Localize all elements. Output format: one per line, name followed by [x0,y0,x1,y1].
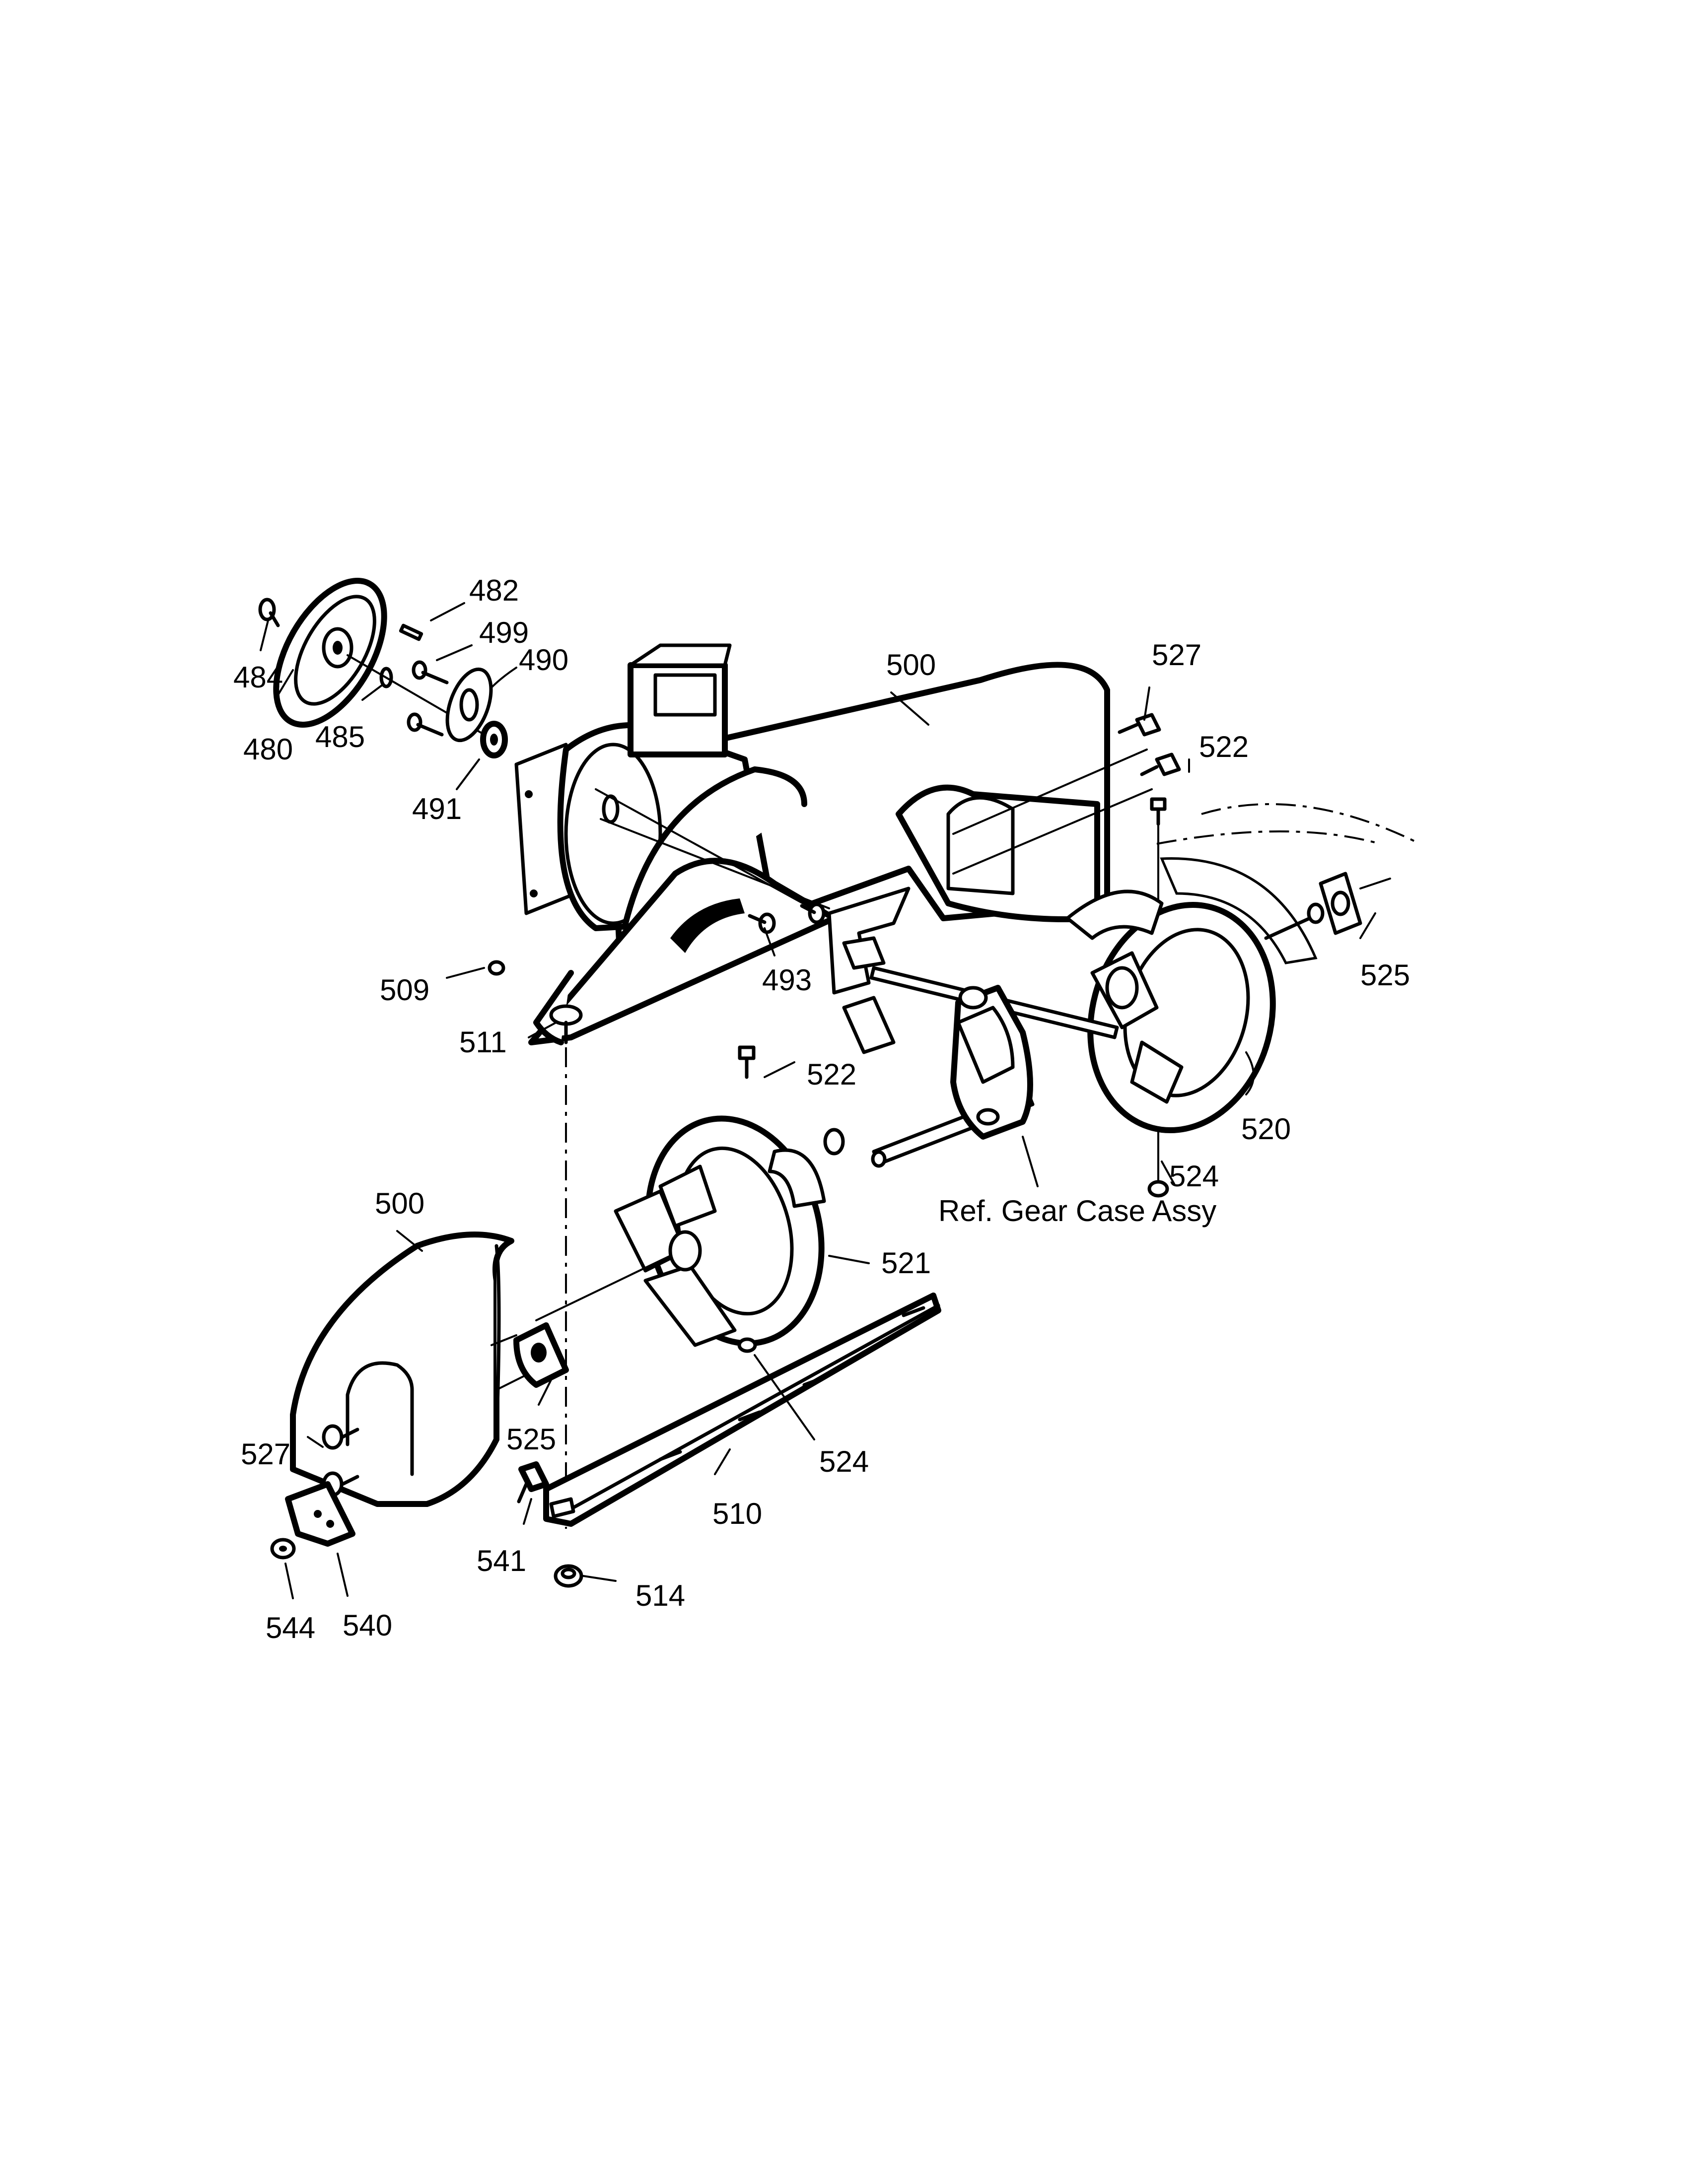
callout-499: 499 [479,616,529,649]
callout-484: 484 [233,661,283,694]
bolts-499 [407,660,449,737]
nut-514 [554,1564,583,1588]
bolt-484 [258,598,280,627]
callout-500-bottom: 500 [375,1187,425,1220]
callout-485: 485 [315,720,365,753]
side-panel-500 [290,1231,569,1507]
callout-ref-gear-case-assy: Ref. Gear Case Assy [938,1194,1217,1228]
alignment-lines-upper [595,749,1153,924]
nut-509 [488,960,505,976]
scraper-bar-510 [543,1293,941,1527]
bearing-flange-490 [445,667,493,743]
bolt-522-mid [738,1045,756,1079]
callout-509: 509 [380,973,430,1007]
callout-511: 511 [459,1025,507,1059]
bearing-525-right [1319,872,1391,935]
callout-520: 520 [1241,1112,1291,1146]
callout-514: 514 [635,1579,686,1612]
auger-521 [535,1115,845,1347]
callout-522-mid: 522 [807,1058,857,1091]
nut-524-right [1147,1180,1169,1198]
callout-480: 480 [243,733,293,766]
bolt-527-top [1118,713,1161,737]
auger-housing-500 [514,643,1110,1045]
callout-524-right: 524 [1169,1160,1219,1193]
callout-527-bottom: 527 [241,1437,291,1471]
callout-491: 491 [412,792,462,825]
callout-544: 544 [266,1611,316,1644]
callout-493: 493 [762,963,812,997]
callout-482: 482 [469,574,519,607]
bearing-491 [480,721,508,758]
callout-527-top: 527 [1152,638,1202,672]
callout-522-top: 522 [1199,730,1249,763]
callout-540: 540 [343,1609,393,1642]
bolt-522-top-a [1140,752,1181,776]
bolt-541 [517,1461,549,1503]
callout-541: 541 [477,1544,527,1577]
callout-525-right: 525 [1360,958,1410,992]
bolt-511 [549,1004,583,1044]
callout-525-bottom: 525 [506,1423,557,1456]
pulley-480 [273,578,387,728]
callout-500-top: 500 [886,648,936,682]
callout-524-bottom: 524 [819,1445,869,1478]
skid-shoe-540 [285,1481,355,1547]
impeller [827,887,911,1054]
leader-lines [260,602,1376,1599]
key-482 [399,623,423,641]
callout-490: 490 [519,643,569,677]
auger-520 [1065,803,1420,1133]
gear-case-assembly [950,985,1033,1140]
nut-544 [270,1538,296,1560]
callout-510: 510 [712,1497,763,1530]
nut-524-bottom [737,1337,757,1353]
callout-521: 521 [881,1246,931,1280]
bolt-527-bottom [322,1424,359,1450]
